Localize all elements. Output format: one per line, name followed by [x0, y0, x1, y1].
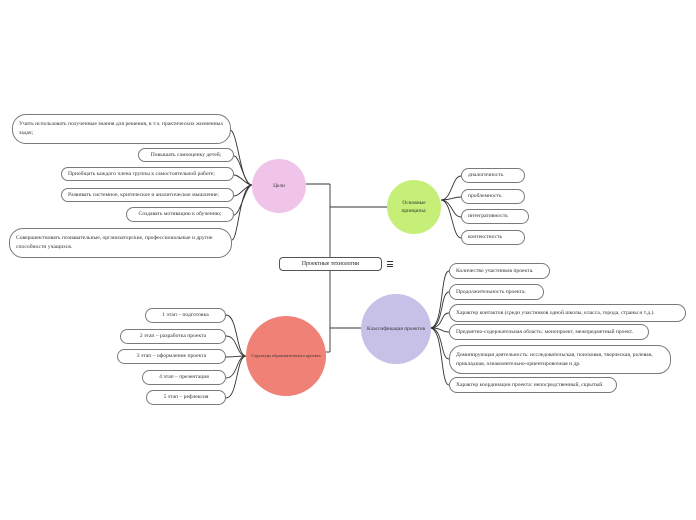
stage-item[interactable]: 2 этап – разработка проекта: [120, 329, 226, 344]
principle-item-label: проблемность: [468, 193, 502, 200]
classification-item-label: Продолжительность проекта.: [456, 288, 526, 295]
goal-item-label: Развивать системное, критическое и анали…: [68, 191, 219, 198]
central-topic[interactable]: Проектные технологии: [279, 257, 382, 271]
goal-item[interactable]: Приобщать каждого члена группы к самосто…: [61, 167, 234, 181]
classification-node[interactable]: Классификация проектов: [361, 294, 431, 364]
goal-item[interactable]: Создавать мотивацию к обучению;: [126, 207, 234, 222]
central-topic-label: Проектные технологии: [301, 261, 360, 267]
goal-item-label: Совершенствовать познавательные, организ…: [16, 235, 213, 250]
stage-item[interactable]: 1 этап – подготовка: [145, 308, 226, 323]
stage-item-label: 2 этап – разработка проекта: [139, 333, 207, 340]
classification-item[interactable]: Предметно-содержательная область: монопр…: [449, 324, 649, 340]
principle-item[interactable]: проблемность: [461, 189, 525, 204]
principle-item-label: диалогичность: [468, 172, 504, 179]
classification-item-label: Количество участников проекта.: [456, 267, 534, 274]
stage-item-label: 1 этап – подготовка: [162, 312, 209, 319]
principles-node[interactable]: Основные принципы:: [387, 180, 441, 234]
classification-item[interactable]: Доминирующая деятельность: исследователь…: [449, 345, 671, 374]
classification-item[interactable]: Продолжительность проекта.: [449, 284, 544, 300]
classification-item-label: Доминирующая деятельность: исследователь…: [456, 351, 653, 367]
goal-item-label: Создавать мотивацию к обучению;: [138, 211, 222, 218]
stage-item-label: 3 этап – оформление проекта: [136, 353, 207, 360]
stages-label: Структура образовательного проекта: [251, 352, 321, 358]
classification-item[interactable]: Характер контактов (среди участников одн…: [449, 304, 686, 322]
classification-item[interactable]: Количество участников проекта.: [449, 263, 550, 279]
menu-icon[interactable]: [387, 261, 393, 267]
goal-item-label: Учить использовать полученные знания для…: [19, 121, 224, 136]
principle-item-label: контекстность: [468, 234, 503, 241]
goal-item[interactable]: Повышать самооценку детей;: [138, 148, 234, 162]
goals-label: Цели: [273, 182, 285, 189]
classification-item-label: Характер контактов (среди участников одн…: [456, 309, 655, 316]
classification-label: Классификация проектов: [366, 325, 426, 332]
classification-item[interactable]: Характер координации проекта: непосредст…: [449, 377, 617, 393]
stage-item[interactable]: 5 этап – рефлексия: [146, 390, 226, 405]
principle-item-label: интегративность: [468, 213, 508, 220]
goals-node[interactable]: Цели: [252, 159, 306, 213]
classification-item-label: Предметно-содержательная область: монопр…: [456, 328, 634, 335]
stage-item[interactable]: 4 этап – презентация: [142, 370, 226, 385]
principle-item[interactable]: диалогичность: [461, 168, 525, 183]
principle-item[interactable]: интегративность: [461, 209, 529, 224]
goal-item[interactable]: Совершенствовать познавательные, организ…: [9, 228, 232, 258]
stages-node[interactable]: Структура образовательного проекта: [246, 316, 326, 396]
principle-item[interactable]: контекстность: [461, 230, 525, 245]
goal-item[interactable]: Учить использовать полученные знания для…: [12, 114, 231, 144]
stage-item[interactable]: 3 этап – оформление проекта: [117, 349, 226, 364]
stage-item-label: 4 этап – презентация: [159, 374, 209, 381]
goal-item-label: Приобщать каждого члена группы к самосто…: [68, 170, 215, 177]
goal-item-label: Повышать самооценку детей;: [150, 151, 222, 158]
principles-label: Основные принципы:: [401, 199, 427, 214]
goal-item[interactable]: Развивать системное, критическое и анали…: [61, 188, 234, 202]
stage-item-label: 5 этап – рефлексия: [163, 394, 209, 401]
classification-item-label: Характер координации проекта: непосредст…: [456, 381, 604, 388]
